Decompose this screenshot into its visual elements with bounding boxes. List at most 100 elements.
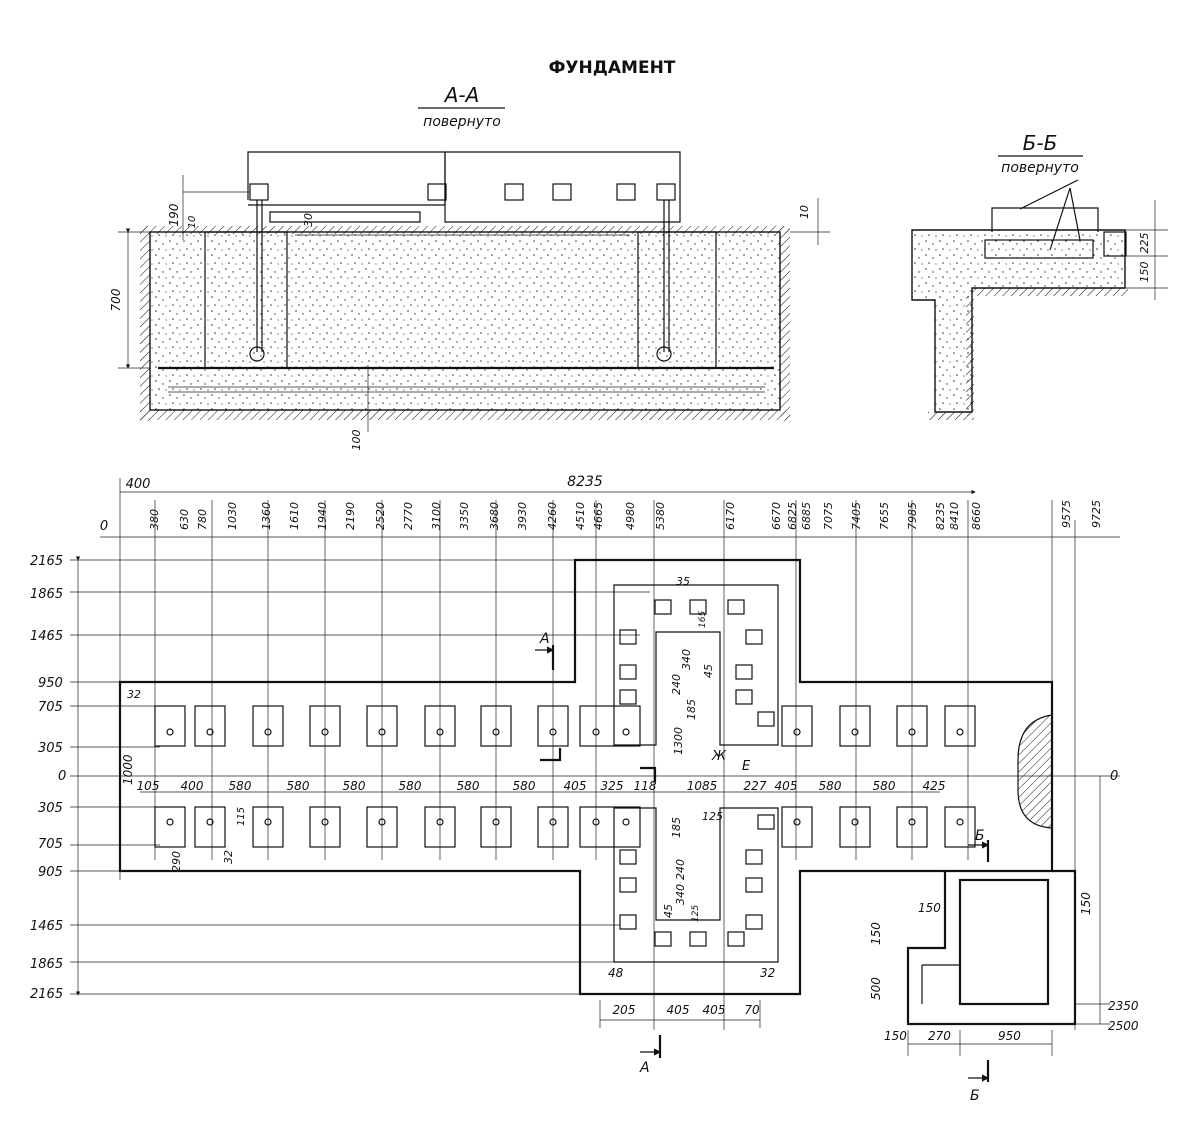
section-bb-note: повернуто <box>1001 160 1079 176</box>
svg-text:380: 380 <box>148 509 161 530</box>
cut-mark-a: А А <box>535 631 662 1076</box>
svg-text:580: 580 <box>229 779 252 793</box>
svg-text:2190: 2190 <box>344 502 357 530</box>
anchor-pads-bottom <box>154 806 976 848</box>
svg-text:780: 780 <box>196 509 209 530</box>
anchor-pads-top <box>154 705 976 747</box>
svg-text:125: 125 <box>691 905 701 922</box>
svg-text:340: 340 <box>674 884 687 905</box>
machine-supports <box>249 183 676 201</box>
svg-text:4665: 4665 <box>592 502 605 530</box>
svg-text:1865: 1865 <box>30 587 63 602</box>
plan-bottom-dims: 105 400 580 580 580 580 580 580 405 325 … <box>137 779 946 793</box>
svg-text:290: 290 <box>170 851 183 872</box>
svg-text:125: 125 <box>702 810 723 823</box>
svg-text:150: 150 <box>884 1029 907 1043</box>
svg-text:105: 105 <box>137 779 160 793</box>
svg-text:2165: 2165 <box>30 554 63 569</box>
dim-150: 150 <box>1138 262 1151 283</box>
svg-text:4980: 4980 <box>624 502 637 530</box>
svg-text:1610: 1610 <box>288 502 301 530</box>
svg-text:425: 425 <box>923 779 946 793</box>
svg-text:400: 400 <box>181 779 204 793</box>
svg-text:950: 950 <box>998 1029 1021 1043</box>
svg-text:950: 950 <box>38 676 63 691</box>
svg-text:7655: 7655 <box>878 502 891 530</box>
svg-text:580: 580 <box>287 779 310 793</box>
svg-text:32: 32 <box>760 966 775 980</box>
svg-text:1085: 1085 <box>687 779 718 793</box>
svg-text:150: 150 <box>918 901 941 915</box>
section-bb-label: Б-Б <box>1023 131 1058 155</box>
svg-text:0: 0 <box>58 769 66 784</box>
svg-text:А: А <box>539 631 550 647</box>
svg-text:405: 405 <box>564 779 587 793</box>
svg-text:9725: 9725 <box>1090 500 1103 528</box>
svg-text:3680: 3680 <box>488 502 501 530</box>
svg-text:1000: 1000 <box>121 754 135 785</box>
foundation-plan: 8235 400 0 380 630 780 1030 1360 1610 19… <box>30 474 1139 1104</box>
dim-190: 190 <box>167 203 181 226</box>
dim-700: 700 <box>109 288 123 311</box>
svg-text:705: 705 <box>38 700 63 715</box>
svg-text:7075: 7075 <box>822 502 835 530</box>
svg-text:2770: 2770 <box>402 502 415 530</box>
svg-text:2500: 2500 <box>1108 1019 1139 1033</box>
svg-text:1360: 1360 <box>260 502 273 530</box>
svg-text:185: 185 <box>670 817 683 838</box>
svg-text:32: 32 <box>127 688 141 701</box>
axis-e: Е <box>742 759 751 774</box>
svg-text:165: 165 <box>698 611 708 628</box>
plan-origin-x: 0 <box>100 519 108 534</box>
svg-text:5380: 5380 <box>654 502 667 530</box>
svg-text:1940: 1940 <box>316 502 329 530</box>
svg-text:580: 580 <box>457 779 480 793</box>
svg-text:Б: Б <box>970 1088 980 1104</box>
dim-225: 225 <box>1138 233 1151 254</box>
axis-zh: Ж <box>711 749 727 764</box>
svg-text:905: 905 <box>38 865 63 880</box>
section-aa: А-А повернуто <box>109 83 830 451</box>
svg-text:325: 325 <box>601 779 624 793</box>
plan-x-ref-lines <box>154 500 1076 1030</box>
svg-text:205: 205 <box>613 1003 636 1017</box>
svg-text:3350: 3350 <box>458 502 471 530</box>
svg-text:45: 45 <box>702 664 715 678</box>
opening-hatch <box>1017 714 1053 829</box>
svg-text:7405: 7405 <box>850 502 863 530</box>
svg-text:48: 48 <box>608 966 624 980</box>
svg-text:1030: 1030 <box>226 502 239 530</box>
plan-inner-dims: 35 165 45 340 240 185 1300 185 125 240 3… <box>121 575 775 980</box>
svg-text:1465: 1465 <box>30 919 63 934</box>
svg-text:А: А <box>639 1060 650 1076</box>
plan-base-dims: 205 405 405 70 <box>613 1003 760 1017</box>
svg-text:1465: 1465 <box>30 629 63 644</box>
pit-area: 150 150 500 150 270 950 150 2350 2500 <box>869 776 1139 1056</box>
svg-text:185: 185 <box>685 699 698 720</box>
dim-10-right: 10 <box>798 205 811 219</box>
machine-body-right <box>444 151 681 223</box>
section-bb: Б-Б повернуто 225 150 <box>911 131 1168 420</box>
svg-text:580: 580 <box>819 779 842 793</box>
dim-100: 100 <box>350 430 363 451</box>
svg-text:45: 45 <box>662 904 675 918</box>
svg-text:500: 500 <box>869 977 883 1000</box>
svg-text:2165: 2165 <box>30 987 63 1002</box>
svg-text:305: 305 <box>38 741 63 756</box>
svg-text:150: 150 <box>1079 892 1093 915</box>
svg-text:115: 115 <box>236 807 247 826</box>
svg-text:6885: 6885 <box>800 502 813 530</box>
svg-text:405: 405 <box>667 1003 690 1017</box>
svg-text:7985: 7985 <box>906 502 919 530</box>
svg-text:4510: 4510 <box>574 502 587 530</box>
svg-text:1300: 1300 <box>672 727 685 755</box>
svg-text:8660: 8660 <box>970 502 983 530</box>
section-aa-note: повернуто <box>423 114 501 130</box>
svg-text:3930: 3930 <box>516 502 529 530</box>
svg-text:32: 32 <box>222 850 235 864</box>
svg-text:240: 240 <box>674 859 687 880</box>
plan-total-8235: 8235 <box>567 474 603 490</box>
svg-text:580: 580 <box>513 779 536 793</box>
svg-text:6670: 6670 <box>770 502 783 530</box>
